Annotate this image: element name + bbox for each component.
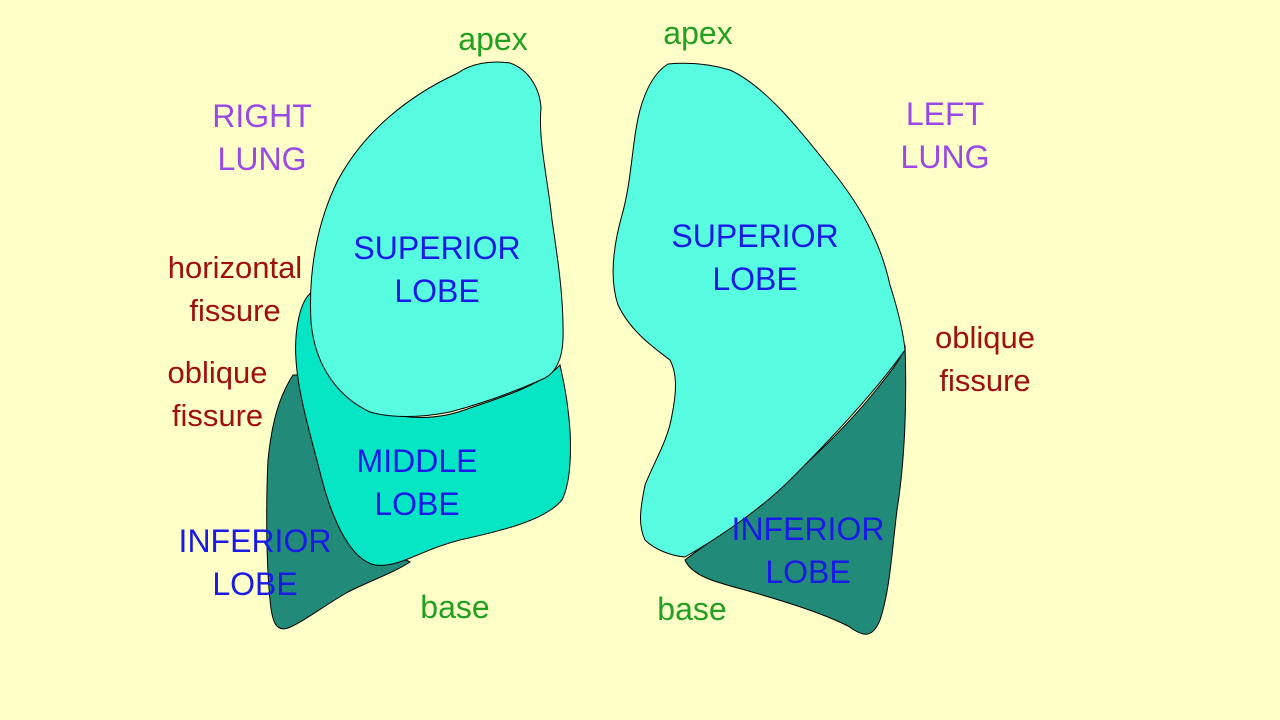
right-base-label: base xyxy=(390,586,520,629)
left-inferior-lobe-line2: LOBE xyxy=(713,551,903,594)
right-middle-lobe-line2: LOBE xyxy=(337,483,497,526)
left-lung-title: LEFT LUNG xyxy=(880,93,1010,179)
left-base-label: base xyxy=(627,588,757,631)
left-inferior-lobe-label: INFERIOR LOBE xyxy=(713,508,903,594)
horizontal-fissure-label: horizontal fissure xyxy=(150,246,320,332)
left-superior-lobe-line1: SUPERIOR xyxy=(655,215,855,258)
left-oblique-fissure-label: oblique fissure xyxy=(905,316,1065,402)
left-lung-title-line2: LUNG xyxy=(880,136,1010,179)
left-inferior-lobe-line1: INFERIOR xyxy=(713,508,903,551)
right-oblique-fissure-line1: oblique xyxy=(140,351,295,394)
right-superior-lobe-label: SUPERIOR LOBE xyxy=(337,227,537,313)
left-oblique-fissure-line2: fissure xyxy=(905,359,1065,402)
horizontal-fissure-line2: fissure xyxy=(150,289,320,332)
right-lung-title: RIGHT LUNG xyxy=(192,95,332,181)
right-inferior-lobe-line2: LOBE xyxy=(160,563,350,606)
right-inferior-lobe-line1: INFERIOR xyxy=(160,520,350,563)
right-superior-lobe-line2: LOBE xyxy=(337,270,537,313)
horizontal-fissure-line1: horizontal xyxy=(150,246,320,289)
left-apex-label: apex xyxy=(638,12,758,55)
right-inferior-lobe-label: INFERIOR LOBE xyxy=(160,520,350,606)
right-middle-lobe-label: MIDDLE LOBE xyxy=(337,440,497,526)
right-lung-title-line1: RIGHT xyxy=(192,95,332,138)
right-oblique-fissure-line2: fissure xyxy=(140,394,295,437)
right-superior-lobe-line1: SUPERIOR xyxy=(337,227,537,270)
left-superior-lobe-label: SUPERIOR LOBE xyxy=(655,215,855,301)
right-middle-lobe-line1: MIDDLE xyxy=(337,440,497,483)
right-lung-title-line2: LUNG xyxy=(192,138,332,181)
right-apex-label: apex xyxy=(433,18,553,61)
right-oblique-fissure-label: oblique fissure xyxy=(140,351,295,437)
left-superior-lobe-line2: LOBE xyxy=(655,258,855,301)
left-oblique-fissure-line1: oblique xyxy=(905,316,1065,359)
left-lung-title-line1: LEFT xyxy=(880,93,1010,136)
